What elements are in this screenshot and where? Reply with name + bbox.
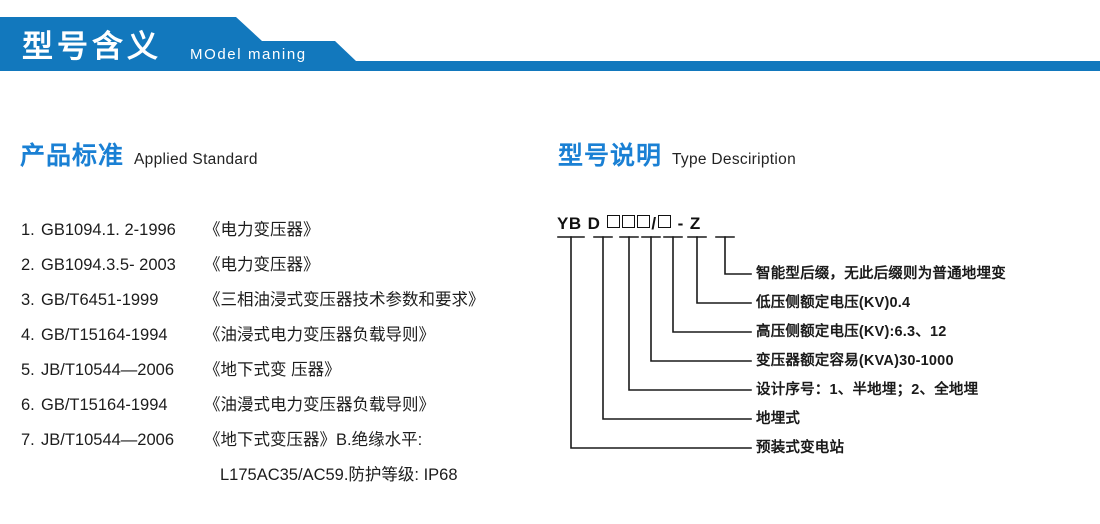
section-heading-cn: 产品标准: [20, 142, 125, 170]
banner-polygon: [0, 17, 1100, 71]
code-placeholder-box: [637, 215, 651, 228]
banner-title: 型号含义: [22, 29, 162, 64]
list-item: 7. JB/T10544—2006 《地下式变压器》B.绝缘水平:: [21, 423, 551, 458]
list-item-title: 《电力变压器》: [204, 256, 320, 274]
leader-line-7: [570, 236, 752, 449]
list-item: 4. GB/T15164-1994 《油浸式电力变压器负载导则》: [21, 318, 551, 353]
section-heading-type-description: 型号说明 Type Desciription: [558, 144, 796, 169]
code-placeholder-box: [622, 215, 636, 228]
list-item-index: 2.: [21, 256, 35, 274]
list-item-index: 5.: [21, 361, 35, 379]
section-heading-en: Applied Standard: [134, 151, 258, 168]
list-item-index: 1.: [21, 221, 35, 239]
list-item-code: GB/T6451-1999: [41, 291, 159, 309]
list-item: 1. GB1094.1. 2-1996 《电力变压器》: [21, 213, 551, 248]
standards-list: 1. GB1094.1. 2-1996 《电力变压器》 2. GB1094.3.5- …: [21, 213, 551, 493]
type-label-column: 智能型后缀，无此后缀则为普通地埋变 低压侧额定电压(KV)0.4 高压侧额定电压…: [548, 213, 1100, 463]
list-item-index: 3.: [21, 291, 35, 309]
section-heading-applied-standard: 产品标准 Applied Standard: [20, 144, 258, 169]
diagram-label: 预装式变电站: [756, 440, 845, 456]
leader-lines: [557, 236, 752, 449]
list-item-title: 《电力变压器》: [204, 221, 320, 239]
list-item: 5. JB/T10544—2006 《地下式变 压器》: [21, 353, 551, 388]
section-heading-cn: 型号说明: [558, 142, 663, 170]
list-item-index: 6.: [21, 396, 35, 414]
list-item-code: GB1094.3.5- 2003: [41, 256, 176, 274]
banner-shape: [0, 17, 1100, 71]
list-item-title: 《油漫式电力变压器负载导则》: [204, 396, 435, 414]
list-item-continuation: L175AC35/AC59.防护等级: IP68: [220, 466, 458, 484]
banner-subtitle: MOdel maning: [190, 46, 307, 63]
leader-line-3: [672, 236, 752, 333]
page-banner: 型号含义 MOdel maning: [0, 17, 1100, 81]
section-heading-en: Type Desciription: [672, 151, 796, 168]
code-placeholder-box: [607, 215, 621, 228]
code-placeholder-box: [657, 215, 671, 228]
list-item-code: GB1094.1. 2-1996: [41, 221, 176, 239]
leader-line-6: [602, 236, 752, 420]
list-item-title: 《三相油浸式变压器技术参数和要求》: [204, 291, 485, 309]
diagram-label: 地埋式: [756, 411, 801, 427]
diagram-label: 设计序号：1、半地埋；2、全地埋: [756, 382, 979, 398]
diagram-label: 高压侧额定电压(KV):6.3、12: [756, 324, 947, 340]
list-item: 3. GB/T6451-1999 《三相油浸式变压器技术参数和要求》: [21, 283, 551, 318]
list-item-title: 《油浸式电力变压器负载导则》: [204, 326, 435, 344]
list-item-title: 《地下式变压器》B.绝缘水平:: [204, 431, 423, 449]
list-item-code: GB/T15164-1994: [41, 326, 168, 344]
leader-line-1: [724, 236, 752, 275]
leader-line-4: [650, 236, 752, 362]
list-item-index: 7.: [21, 431, 35, 449]
list-item-index: 4.: [21, 326, 35, 344]
list-item-code: JB/T10544—2006: [41, 361, 175, 379]
list-item: 2. GB1094.3.5- 2003 《电力变压器》: [21, 248, 551, 283]
diagram-label: 变压器额定容易(KVA)30-1000: [756, 353, 954, 369]
leader-line-5: [628, 236, 752, 391]
list-item-code: GB/T15164-1994: [41, 396, 168, 414]
list-item-title: 《地下式变 压器》: [204, 361, 341, 379]
diagram-label: 低压侧额定电压(KV)0.4: [756, 295, 911, 311]
leader-line-2: [696, 236, 752, 304]
list-item: 6. GB/T15164-1994 《油漫式电力变压器负载导则》: [21, 388, 551, 423]
list-item-code: JB/T10544—2006: [41, 431, 175, 449]
diagram-label: 智能型后缀，无此后缀则为普通地埋变: [756, 266, 1006, 282]
